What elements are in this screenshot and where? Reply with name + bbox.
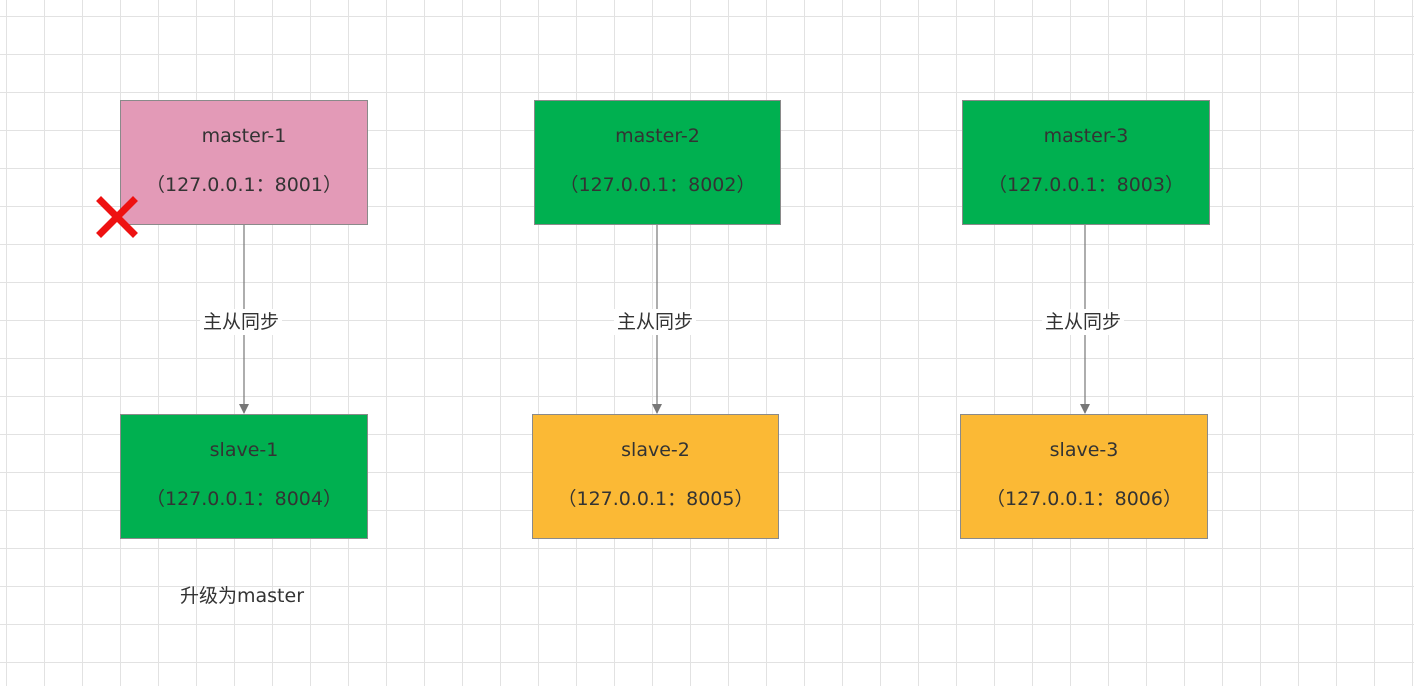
node-address: （127.0.0.1：8006）: [985, 488, 1182, 510]
node-name: master-2: [615, 125, 700, 147]
promote-note: 升级为master: [180, 585, 305, 607]
node-address: （127.0.0.1：8001）: [145, 174, 342, 196]
node-master-3[interactable]: master-3 （127.0.0.1：8003）: [962, 100, 1210, 225]
node-address: （127.0.0.1：8004）: [145, 488, 342, 510]
node-address: （127.0.0.1：8005）: [557, 488, 754, 510]
node-name: master-1: [201, 125, 287, 147]
node-slave-2[interactable]: slave-2 （127.0.0.1：8005）: [532, 414, 779, 539]
node-name: master-3: [1043, 125, 1129, 147]
edge-label: 主从同步: [614, 309, 697, 335]
node-slave-1[interactable]: slave-1 （127.0.0.1：8004）: [120, 414, 368, 539]
node-name: slave-3: [1049, 439, 1119, 461]
node-master-1[interactable]: master-1 （127.0.0.1：8001）: [120, 100, 368, 225]
node-name: slave-1: [209, 439, 279, 461]
edge-label: 主从同步: [1042, 309, 1125, 335]
cross-icon: [96, 196, 138, 238]
edge-label: 主从同步: [200, 309, 283, 335]
node-name: slave-2: [621, 439, 690, 461]
node-address: （127.0.0.1：8003）: [987, 174, 1184, 196]
node-master-2[interactable]: master-2 （127.0.0.1：8002）: [534, 100, 781, 225]
node-slave-3[interactable]: slave-3 （127.0.0.1：8006）: [960, 414, 1208, 539]
node-address: （127.0.0.1：8002）: [559, 174, 756, 196]
